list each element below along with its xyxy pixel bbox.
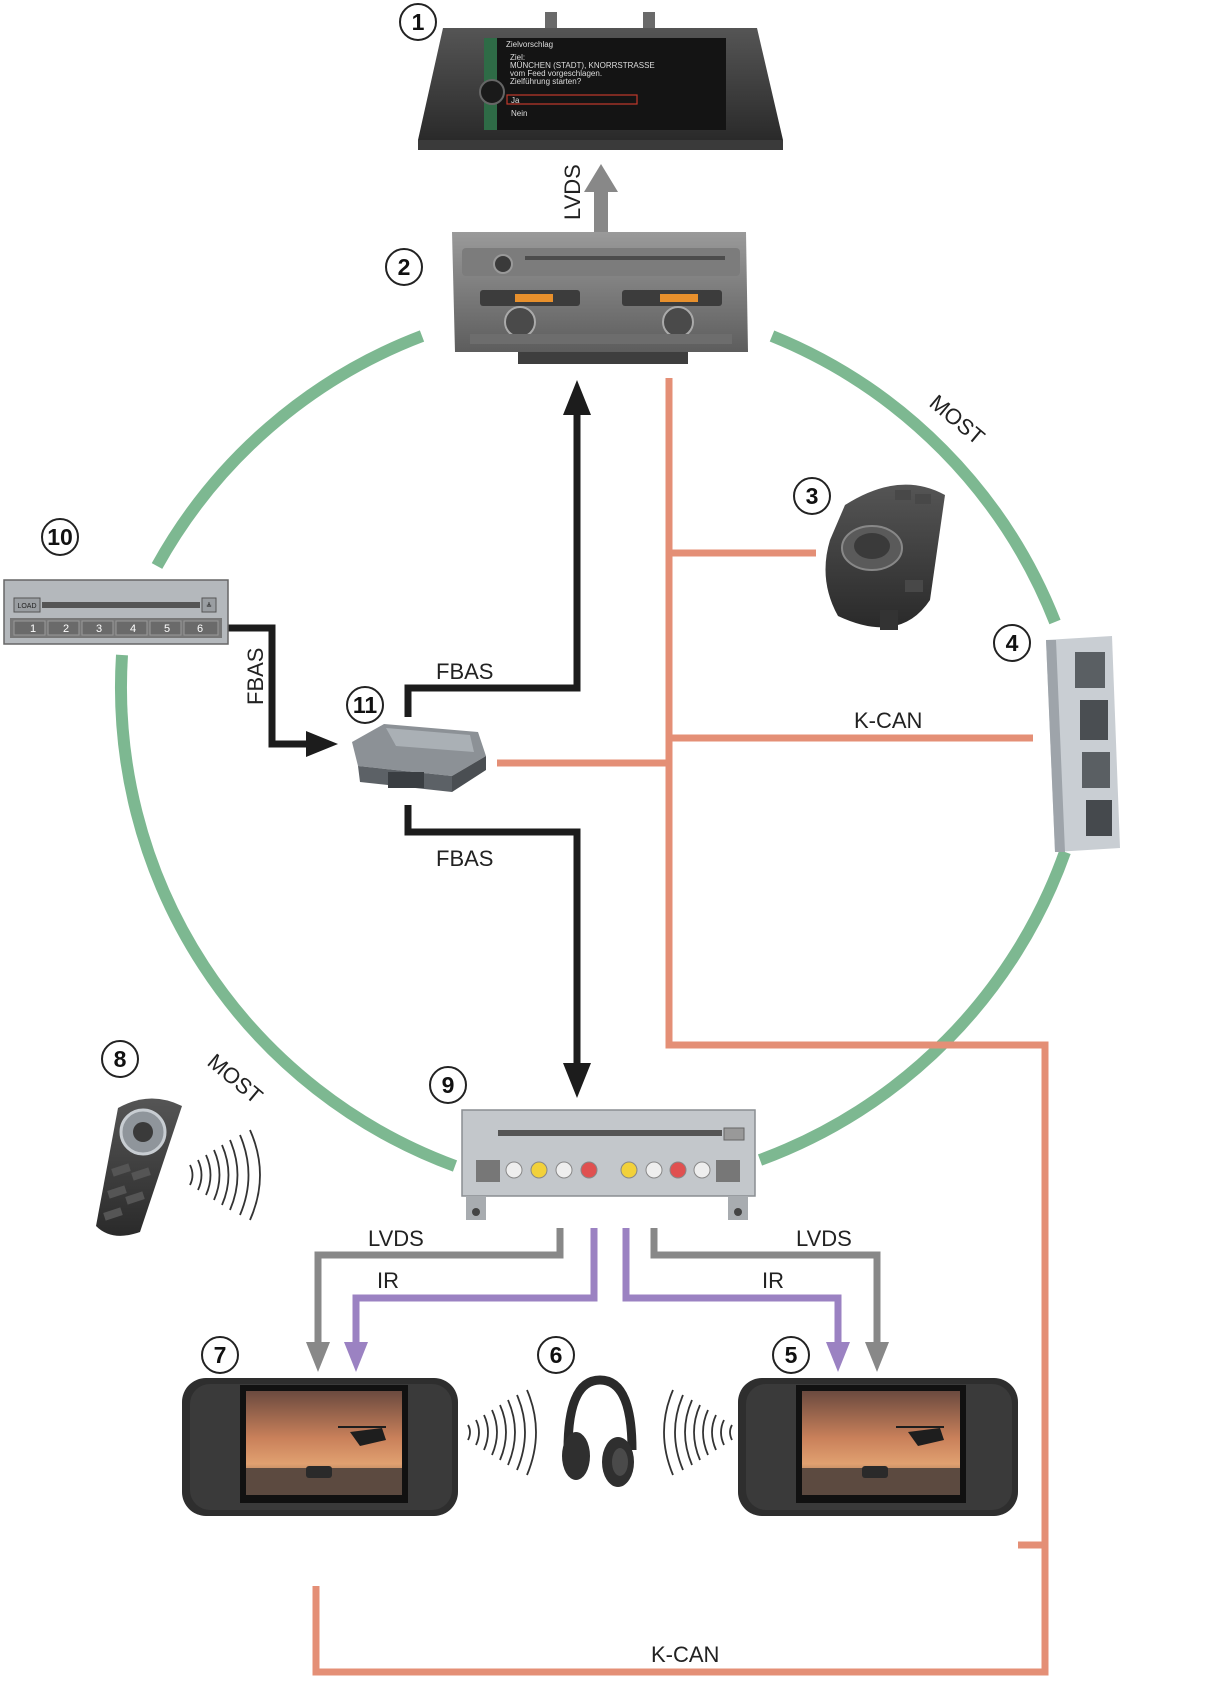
cd-key-2: 2 [63,623,69,635]
badge-9-label: 9 [442,1072,455,1098]
badge-2-label: 2 [398,254,411,280]
cd-key-6: 6 [197,623,203,635]
fbas-arrowhead-headunit [563,380,591,415]
audio-control-unit-icon [452,232,748,364]
rear-screen-icon [182,1378,458,1516]
display-option-yes: Ja [511,96,520,105]
headphone-signal-right-icon [664,1390,732,1475]
rear-screen-icon [738,1378,1018,1516]
label-ir-right: IR [762,1268,784,1293]
remote-control-icon [96,1098,182,1235]
headphone-signal-left-icon [468,1390,536,1475]
lvds-right-arrowhead [865,1342,889,1372]
label-most-left: MOST [203,1049,268,1109]
fbas-arrowhead-video [306,731,338,757]
fbas-video-to-dvd [408,805,577,1066]
dvd-player-icon [462,1110,755,1220]
cd-load-label: LOAD [17,603,36,610]
lvds-top-arrow [584,164,618,232]
badge-7-label: 7 [214,1342,227,1368]
idrive-controller-icon [826,485,946,630]
ir-signal-waves-icon [190,1130,260,1220]
cd-keys: 1 2 3 4 5 6 [14,621,218,635]
badge-1-label: 1 [412,9,425,35]
badge-8-label: 8 [114,1046,127,1072]
label-lvds-right: LVDS [796,1226,852,1251]
badge-3-label: 3 [806,483,819,509]
control-module-icon [1046,636,1120,852]
cd-key-4: 4 [130,623,136,635]
cd-eject-label: ≜ [206,602,212,610]
badge-5-label: 5 [785,1342,798,1368]
badge-4-label: 4 [1006,630,1019,656]
cd-changer-icon: LOAD ≜ 1 2 3 4 5 6 [4,580,228,644]
label-lvds-top: LVDS [560,164,585,220]
label-kcan-mid: K-CAN [854,708,922,733]
display-option-no: Nein [511,109,527,118]
badge-6-label: 6 [550,1342,563,1368]
label-fbas-bottom: FBAS [436,846,493,871]
fbas-arrowhead-dvd [563,1063,591,1098]
lvds-left-arrowhead [306,1342,330,1372]
label-kcan-bottom: K-CAN [651,1642,719,1667]
label-lvds-left: LVDS [368,1226,424,1251]
label-fbas-top: FBAS [436,659,493,684]
most-arc-top-left [157,336,422,566]
label-fbas-left: FBAS [243,648,268,705]
ir-right-arrowhead [826,1342,850,1372]
badge-11-label: 11 [353,692,378,718]
badge-10-label: 10 [47,524,73,550]
fbas-cd-to-video [228,628,318,744]
video-module-icon [352,724,486,792]
cd-key-1: 1 [30,623,36,635]
cd-key-3: 3 [96,623,102,635]
display-screen-icon: Zielvorschlag Ziel: MÜNCHEN (STADT), KNO… [418,12,783,150]
ir-left-arrowhead [344,1342,368,1372]
most-arc-bottom-right [760,852,1065,1160]
label-ir-left: IR [377,1268,399,1293]
display-line4: Zielführung starten? [510,77,582,86]
cd-key-5: 5 [164,623,170,635]
display-title: Zielvorschlag [506,40,553,49]
wireless-headphones-icon [562,1380,634,1487]
